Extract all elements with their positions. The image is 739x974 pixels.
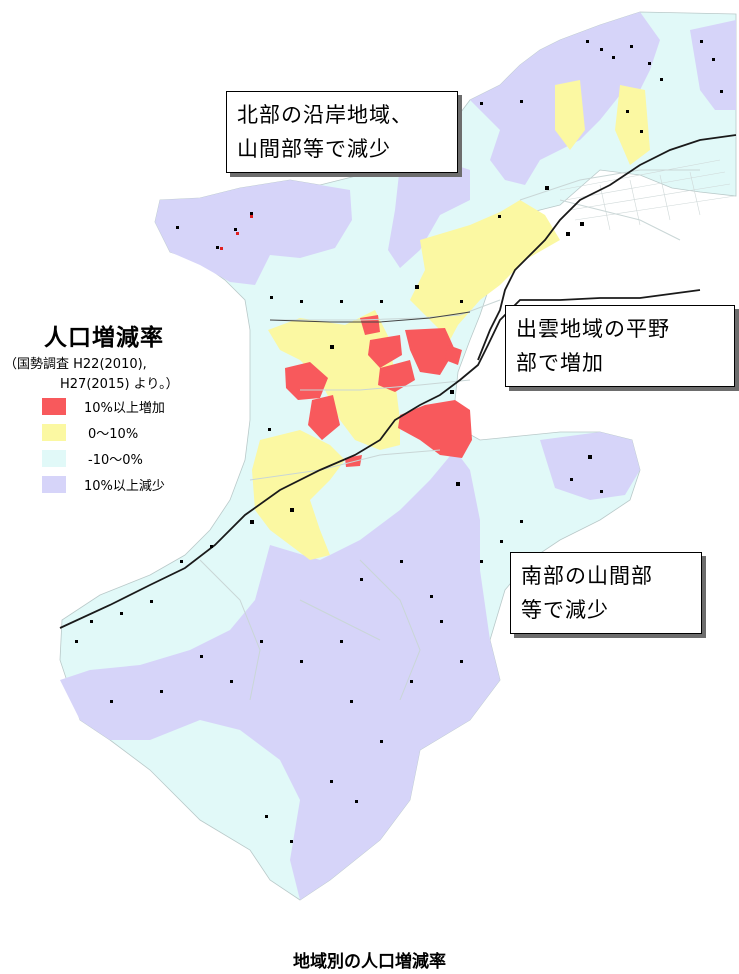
callout-izumo-line1: 出雲地域の平野 bbox=[516, 317, 670, 341]
region-increase-low-sw bbox=[252, 430, 345, 560]
road-network bbox=[199, 169, 700, 701]
settlement-dots bbox=[75, 40, 723, 843]
region-increase-low-north bbox=[555, 80, 585, 150]
legend-item-increase-high: 10%以上増加 bbox=[42, 396, 165, 416]
legend-label: 0～10% bbox=[88, 426, 139, 442]
region-increase-high-5 bbox=[378, 360, 415, 392]
region-increase-low-central bbox=[410, 200, 560, 340]
region-increase-low-plain bbox=[268, 310, 400, 450]
legend-label: 10%以上減少 bbox=[84, 478, 165, 494]
callout-north: 北部の沿岸地域、 山間部等で減少 bbox=[226, 91, 458, 173]
legend-item-increase-low: 0～10% bbox=[42, 422, 138, 442]
legend-item-decrease-low: -10～0% bbox=[42, 448, 143, 468]
legend-source-line1: （国勢調査 H22(2010), bbox=[4, 357, 147, 372]
callout-south: 南部の山間部 等で減少 bbox=[510, 552, 702, 634]
railway-line bbox=[59, 289, 701, 629]
region-increase-high-6 bbox=[405, 328, 455, 375]
callout-north-line1: 北部の沿岸地域、 bbox=[237, 103, 413, 127]
legend-swatch-cyan bbox=[42, 449, 66, 467]
city-grid bbox=[559, 159, 736, 231]
callout-south-line1: 南部の山間部 bbox=[521, 564, 653, 588]
road-highway bbox=[269, 311, 471, 323]
region-decrease-nw bbox=[155, 180, 352, 285]
legend-title: 人口増減率 bbox=[44, 325, 164, 351]
railway-line-north bbox=[477, 134, 737, 361]
region-increase-high-4 bbox=[368, 335, 402, 368]
legend-label: 10%以上増加 bbox=[84, 400, 165, 416]
callout-izumo: 出雲地域の平野 部で増加 bbox=[505, 305, 735, 387]
callout-south-line2: 等で減少 bbox=[521, 598, 609, 622]
legend-item-decrease-high: 10%以上減少 bbox=[42, 474, 165, 494]
region-increase-high-2 bbox=[308, 395, 340, 440]
region-increase-high-7 bbox=[445, 345, 462, 365]
callout-north-line2: 山間部等で減少 bbox=[237, 137, 391, 161]
legend-swatch-purple bbox=[42, 475, 66, 493]
legend-source-line2: H27(2015) より。） bbox=[60, 377, 179, 392]
legend-swatch-yellow bbox=[42, 423, 66, 441]
legend-swatch-red bbox=[42, 397, 66, 415]
red-markers bbox=[220, 215, 253, 250]
callout-izumo-line2: 部で増加 bbox=[516, 351, 604, 375]
region-decrease-south bbox=[60, 450, 500, 900]
region-increase-high-8 bbox=[398, 400, 472, 458]
region-increase-low-coast bbox=[615, 85, 650, 165]
region-decrease-east bbox=[540, 432, 640, 500]
legend-label: -10～0% bbox=[88, 452, 143, 468]
figure-caption: 地域別の人口増減率 bbox=[293, 952, 446, 972]
region-decrease-inner-north bbox=[388, 160, 470, 268]
